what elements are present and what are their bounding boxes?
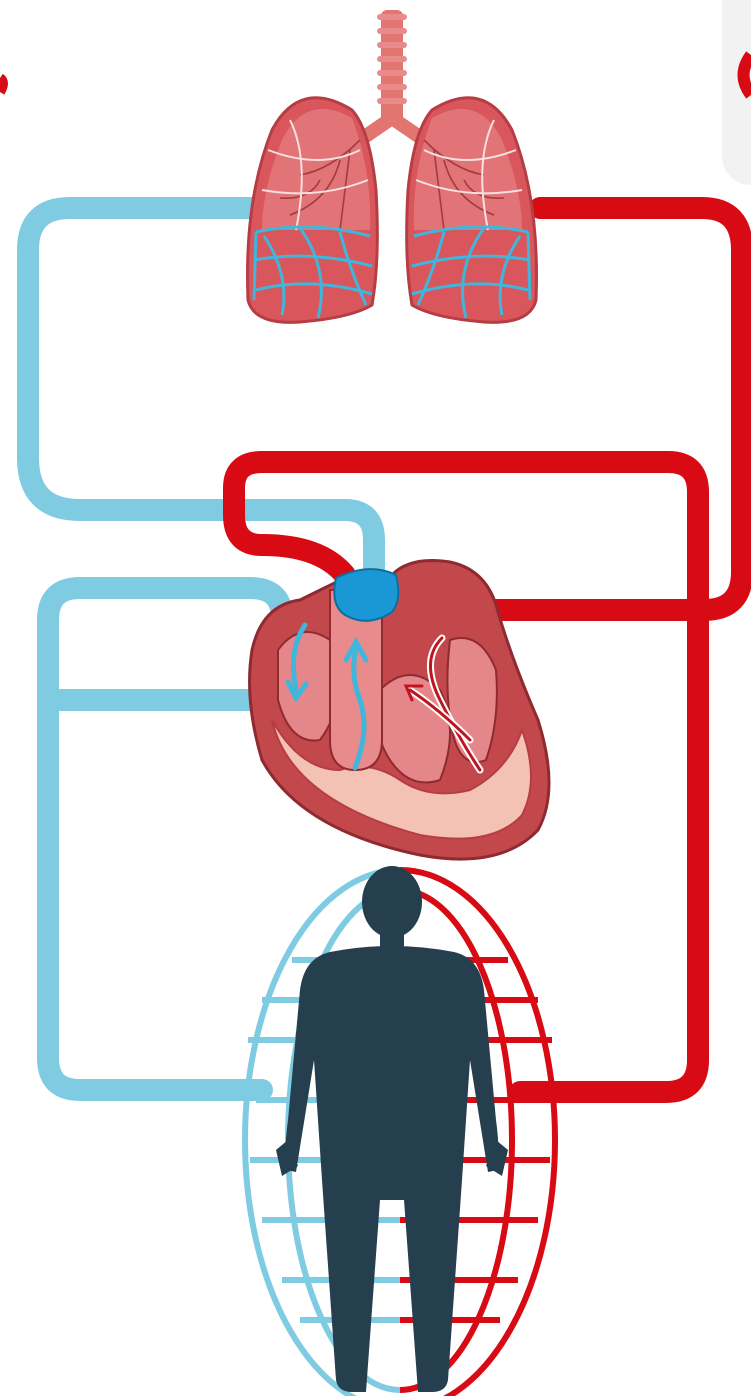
vena-cava-loop [48,588,282,1090]
heart-valve [334,569,398,621]
trachea [360,10,424,140]
corner-red-mark [0,78,3,92]
lungs-icon [248,10,537,322]
corner-red-mark-right [744,55,751,95]
